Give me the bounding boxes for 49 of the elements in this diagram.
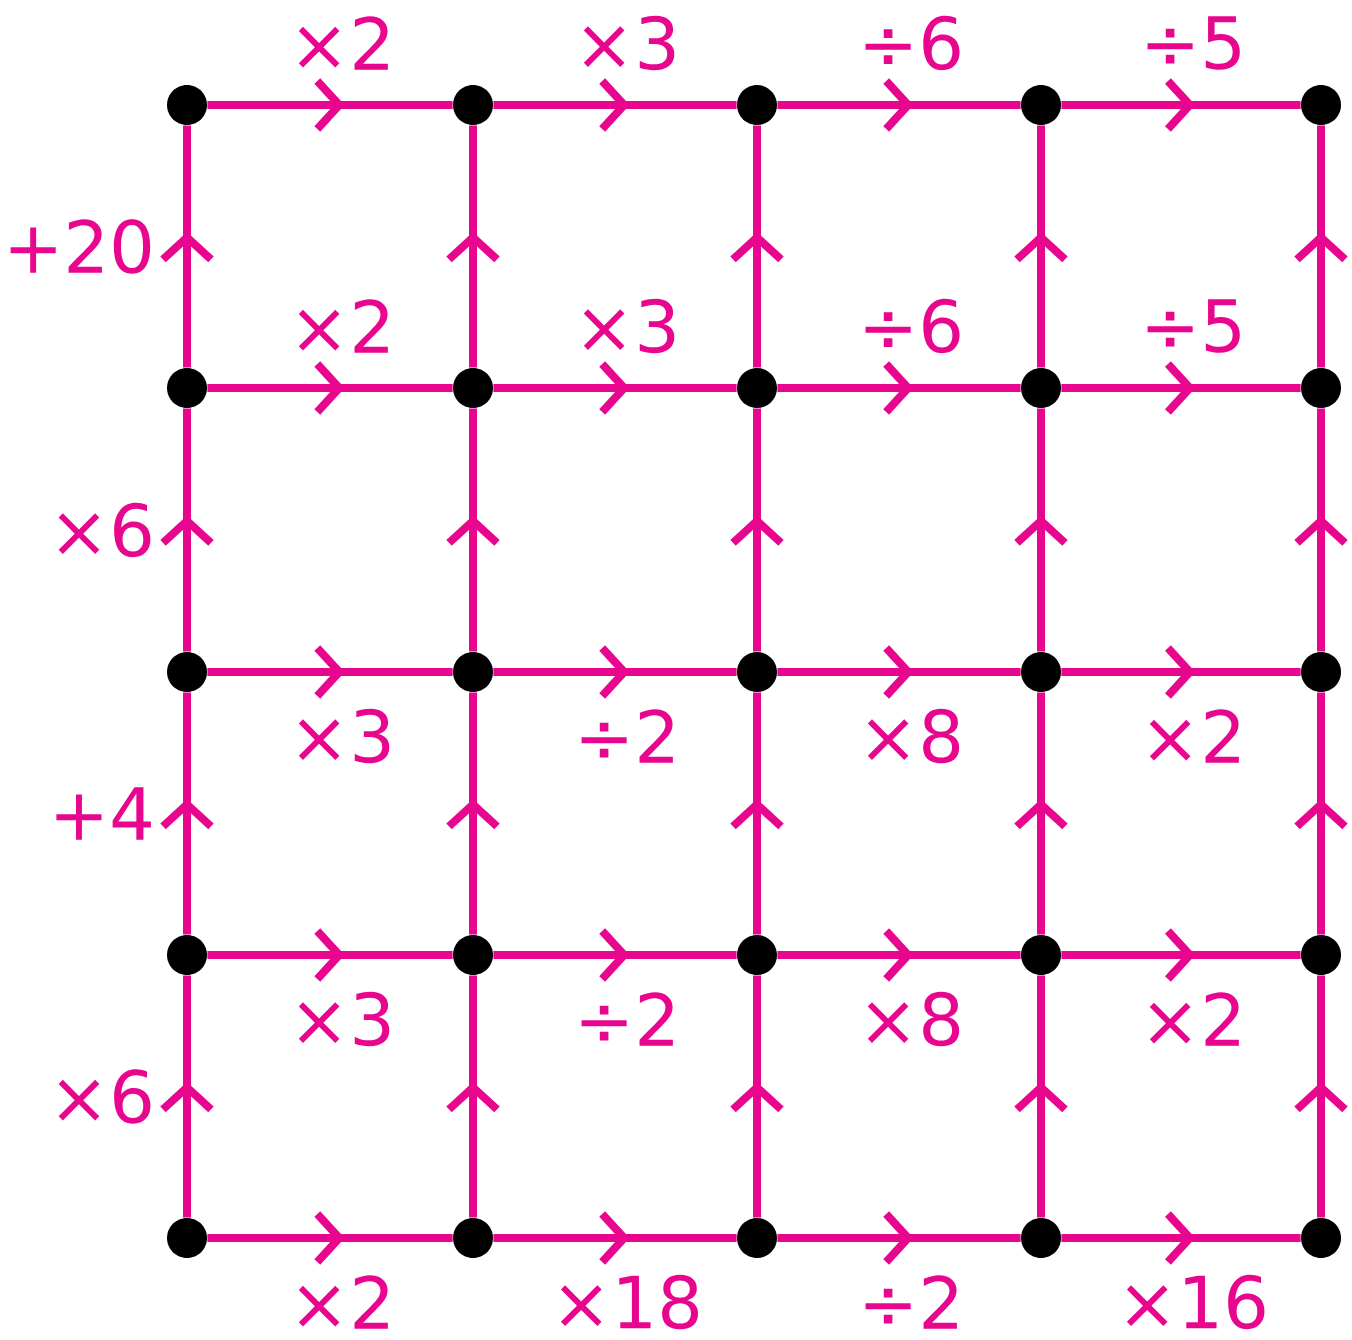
edge-label: ×2 — [1149, 992, 1239, 1046]
dot — [1301, 368, 1341, 408]
edge-label: ÷2 — [865, 1275, 957, 1329]
dot — [1301, 652, 1341, 692]
dot — [1021, 368, 1061, 408]
dot — [167, 368, 207, 408]
dot — [167, 1218, 207, 1258]
edge-label: +4 — [56, 787, 151, 840]
dot — [1301, 1218, 1341, 1258]
dot — [737, 935, 777, 975]
edge-label: ×6 — [58, 502, 151, 558]
dot — [453, 935, 493, 975]
dot — [737, 85, 777, 125]
edge-label: ×3 — [583, 298, 675, 354]
dot — [167, 935, 207, 975]
dot — [453, 368, 493, 408]
dot — [1021, 652, 1061, 692]
dot — [453, 1218, 493, 1258]
edge-label: ÷2 — [581, 992, 673, 1046]
edge-label: ×16 — [1126, 1274, 1265, 1330]
dot — [1301, 935, 1341, 975]
dot — [453, 652, 493, 692]
dot — [737, 1218, 777, 1258]
edge-label: ÷2 — [581, 709, 673, 763]
edge-label: ×3 — [583, 15, 675, 71]
edge-label: ×8 — [867, 991, 960, 1047]
edge-label: ×3 — [298, 991, 390, 1047]
dot — [1021, 935, 1061, 975]
dot — [167, 652, 207, 692]
dot — [1301, 85, 1341, 125]
edge-label: +20 — [10, 219, 151, 274]
dot — [453, 85, 493, 125]
edge-label: ×2 — [298, 16, 388, 70]
dot — [737, 368, 777, 408]
edge-label: ÷6 — [865, 15, 960, 71]
edge-label: ×8 — [867, 708, 960, 764]
edge-label: ×2 — [1149, 709, 1239, 763]
dot — [1021, 85, 1061, 125]
edge-label: ×6 — [58, 1069, 151, 1124]
edge-label: ×3 — [298, 708, 390, 764]
dot — [167, 85, 207, 125]
dot — [1021, 1218, 1061, 1258]
edge-label: ÷6 — [865, 298, 960, 354]
dot — [737, 652, 777, 692]
edge-label: ÷5 — [1147, 16, 1240, 70]
edge-label: ×18 — [560, 1274, 699, 1330]
edge-label: ×2 — [298, 1275, 388, 1329]
edge-label: ×2 — [298, 299, 388, 353]
edge-label: ÷5 — [1147, 299, 1240, 353]
